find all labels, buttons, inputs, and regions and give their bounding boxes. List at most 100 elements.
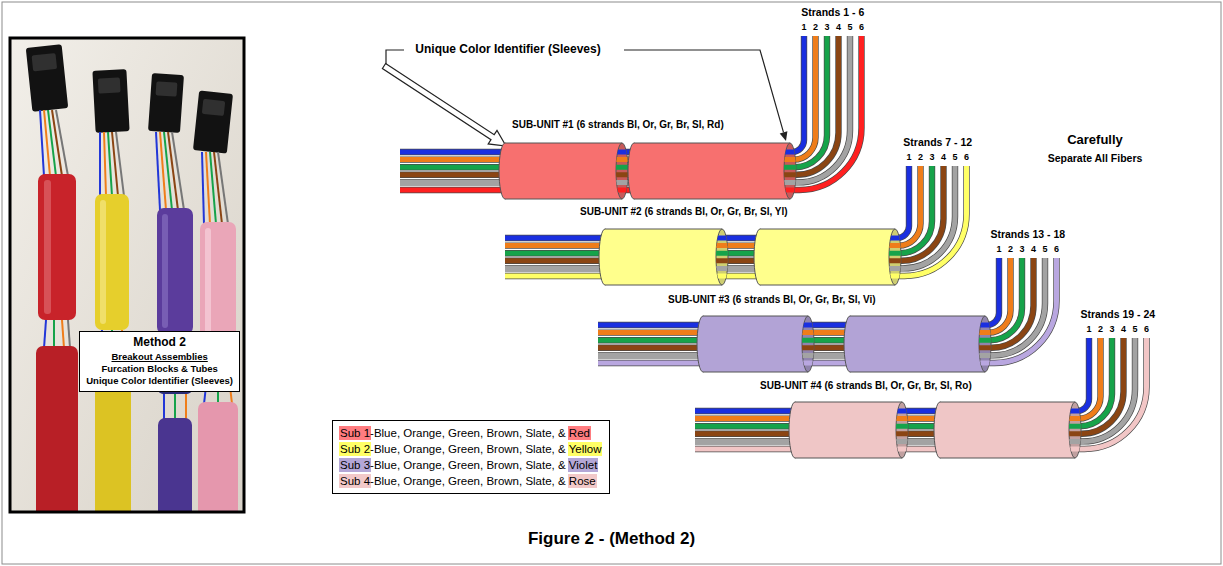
strand-number: 3 xyxy=(929,152,934,162)
sleeve-body xyxy=(795,402,902,458)
sleeve-edge xyxy=(795,458,902,459)
red-breakout xyxy=(32,53,58,71)
color-sleeve xyxy=(695,338,1147,458)
rose-breakout xyxy=(198,402,238,512)
sleeve-edge xyxy=(703,316,808,317)
yellow-breakout xyxy=(104,132,106,196)
fiber-strand xyxy=(400,36,850,182)
legend-row: Sub 4-Blue, Orange, Green, Brown, Slate,… xyxy=(340,473,601,489)
sleeve-edge xyxy=(505,143,622,144)
yellow-breakout xyxy=(108,132,112,196)
fiber-strand xyxy=(695,338,1147,449)
yellow-breakout xyxy=(95,194,129,330)
fiber-strand xyxy=(598,258,999,325)
strand-number: 3 xyxy=(824,22,829,32)
fiber-outline xyxy=(695,338,1089,411)
fiber-strand xyxy=(505,166,967,276)
red-breakout xyxy=(62,320,64,348)
violet-breakout xyxy=(148,73,184,133)
sleeve-edge xyxy=(634,199,790,200)
fiber-strand xyxy=(695,338,1124,434)
fiber-strand xyxy=(695,338,1089,411)
red-breakout xyxy=(40,110,44,176)
callout-bracket xyxy=(382,50,787,146)
strand-number: 2 xyxy=(1098,324,1103,334)
fiber-outline xyxy=(400,36,816,160)
fiber-strand xyxy=(598,258,1045,355)
fiber-strand xyxy=(400,36,816,160)
strand-number: 5 xyxy=(1132,324,1137,334)
strand-number: 2 xyxy=(1008,244,1013,254)
box-heading: Method 2 xyxy=(86,334,233,351)
red-breakout xyxy=(26,44,78,512)
fiber-strand xyxy=(598,258,1057,363)
arrow-head xyxy=(780,131,788,141)
violet-breakout xyxy=(158,418,192,512)
violet-breakout xyxy=(185,394,187,420)
box-text: Furcation Blocks & Tubes xyxy=(86,363,233,375)
color-sleeve xyxy=(505,166,967,285)
fiber-strand xyxy=(505,166,967,276)
color-sleeve xyxy=(400,36,862,199)
fiber-subunit xyxy=(400,36,862,199)
fiber-strand xyxy=(695,338,1147,449)
legend-row: Sub 2-Blue, Orange, Green, Brown, Slate,… xyxy=(340,441,601,457)
rose-breakout xyxy=(202,152,204,224)
red-breakout xyxy=(26,44,68,111)
strand-number: 6 xyxy=(859,22,864,32)
sleeve-body xyxy=(605,229,722,285)
fiber-strand xyxy=(400,36,827,167)
fiber-strand xyxy=(598,258,1057,363)
fiber-outline xyxy=(598,258,999,325)
fiber-strand xyxy=(695,338,1089,411)
fiber-strand xyxy=(598,258,1057,363)
fiber-strand xyxy=(695,338,1112,426)
legend-text: Sub 1-Blue, Orange, Green, Brown, Slate,… xyxy=(340,427,590,439)
strand-number: 2 xyxy=(813,22,818,32)
red-breakout xyxy=(38,174,76,320)
fiber-outline xyxy=(505,166,909,238)
sleeve-body xyxy=(634,143,790,199)
note-label: Carefully xyxy=(1067,133,1123,148)
fiber-strand xyxy=(505,166,955,268)
subunit-label: SUB-UNIT #1 (6 strands Bl, Or, Gr, Br, S… xyxy=(512,119,724,131)
sleeve-edge xyxy=(940,402,1075,403)
strand-range: Strands 1 - 6 xyxy=(801,6,864,18)
fiber-strand xyxy=(400,36,804,152)
strand-number: 6 xyxy=(1144,324,1149,334)
color-sleeve xyxy=(695,338,1147,458)
rose-breakout xyxy=(193,90,233,153)
fiber-strand xyxy=(505,166,967,276)
bracket-line xyxy=(386,50,404,66)
fiber-strand xyxy=(598,258,999,325)
violet-breakout xyxy=(156,81,178,96)
note-label: Separate All Fibers xyxy=(1048,152,1143,164)
photo-frame xyxy=(10,38,244,512)
rose-breakout xyxy=(202,99,225,116)
yellow-breakout xyxy=(99,132,101,196)
fiber-subunit xyxy=(505,166,967,285)
strand-range: Strands 13 - 18 xyxy=(990,228,1065,240)
sleeve-body xyxy=(703,316,808,372)
fiber-outline xyxy=(505,166,967,276)
red-breakout xyxy=(44,180,51,314)
fiber-strand xyxy=(598,258,999,325)
fiber-strand xyxy=(505,166,909,238)
strand-number: 1 xyxy=(801,22,806,32)
strand-number: 6 xyxy=(1054,244,1059,254)
legend-text: Sub 3-Blue, Orange, Green, Brown, Slate,… xyxy=(340,459,597,471)
sleeve-edge xyxy=(795,402,902,403)
strand-number: 5 xyxy=(1042,244,1047,254)
strand-number: 5 xyxy=(847,22,852,32)
subunit-label: SUB-UNIT #3 (6 strands Bl, Or, Gr, Br, S… xyxy=(668,294,876,306)
strand-range: Strands 7 - 12 xyxy=(903,136,972,148)
fiber-strand xyxy=(505,166,932,253)
color-sleeve xyxy=(505,166,967,285)
fiber-strand xyxy=(400,36,816,160)
sleeve-edge xyxy=(940,458,1075,459)
legend-row: Sub 3-Blue, Orange, Green, Brown, Slate,… xyxy=(340,457,601,473)
sleeve-edge xyxy=(634,143,790,144)
strand-number: 3 xyxy=(1019,244,1024,254)
